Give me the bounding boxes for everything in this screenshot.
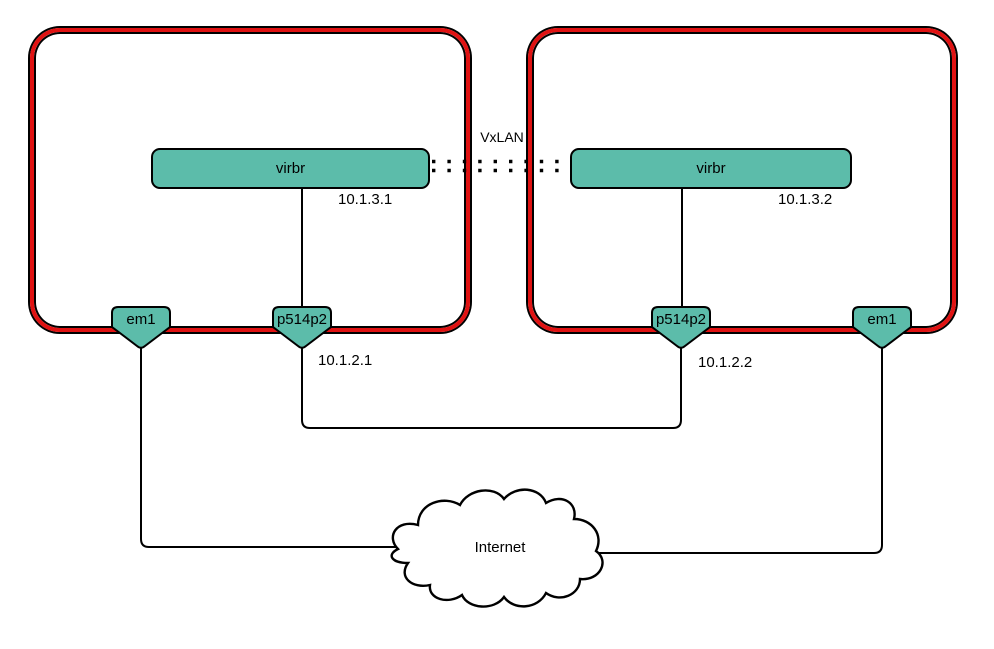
interface-shield-icon [111,306,171,349]
interface-p514p2-left: p514p2 [272,306,332,349]
interface-em1-right: em1 [852,306,912,349]
bridge-virbr-left-label: virbr [275,160,306,177]
p514p2-ip-left-label: 10.1.2.1 [318,352,373,369]
bridge-virbr-right-label: virbr [696,160,726,177]
vxlan-label: VxLAN [480,129,524,145]
interface-shield-icon [272,306,332,349]
interface-em1-left-label: em1 [126,311,156,328]
wire-p514p2-link [301,345,682,429]
host-box-right [528,28,956,332]
bridge-virbr-right: virbr [570,148,852,189]
bridge-ip-left-label: 10.1.3.1 [338,191,393,208]
host-box-left [30,28,470,332]
bridge-virbr-left: virbr [151,148,430,189]
interface-p514p2-right: p514p2 [651,306,711,349]
bridge-ip-right-label: 10.1.3.2 [778,191,833,208]
wire-em1-right-to-internet [596,345,883,554]
interface-shield-icon [852,306,912,349]
p514p2-ip-right-label: 10.1.2.2 [698,354,753,371]
interface-shield-icon [651,306,711,349]
interface-p514p2-right-label: p514p2 [655,311,707,328]
wire-em1-left-to-internet [140,345,404,548]
interface-em1-left: em1 [111,306,171,349]
interface-p514p2-left-label: p514p2 [276,311,328,328]
interface-em1-right-label: em1 [867,311,897,328]
internet-label: Internet [474,539,526,556]
cloud-shape [390,488,604,608]
